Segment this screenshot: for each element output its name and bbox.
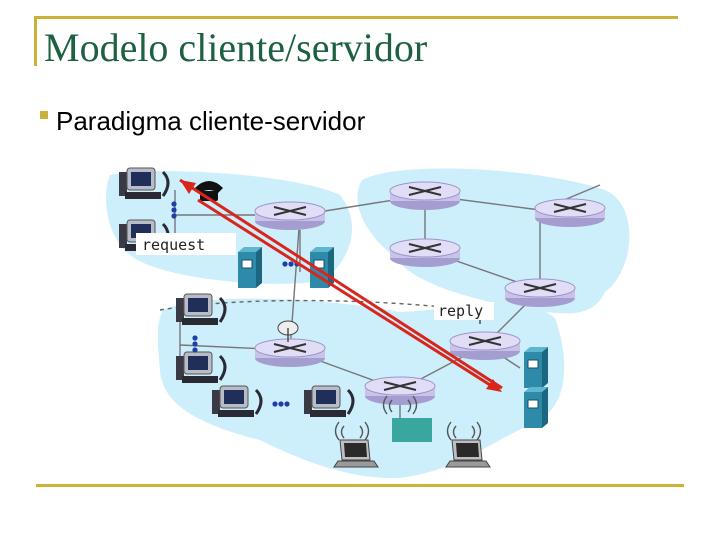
reply-arrow (179, 178, 503, 390)
server-icon (237, 246, 263, 289)
router-icon (534, 198, 606, 228)
reply-arrowhead (180, 180, 196, 194)
client-server-network-diagram: request reply (106, 166, 630, 479)
telephone-icon (195, 181, 223, 201)
router-icon (389, 181, 461, 211)
server-icon (523, 386, 549, 429)
wireless-access-point-icon (392, 418, 432, 442)
router-icon (449, 331, 521, 361)
footer-rule (36, 484, 684, 487)
reply-label: reply (438, 302, 483, 320)
slide-title: Modelo cliente/servidor (44, 25, 428, 70)
request-arrowhead (486, 379, 502, 392)
request-arrow (197, 198, 499, 392)
router-icon (504, 278, 576, 308)
satellite-dish-icon (277, 320, 299, 342)
title-rule-left (34, 16, 37, 66)
request-label: request (142, 236, 205, 254)
router-icon (254, 338, 326, 368)
bullet-text: Paradigma cliente-servidor (56, 106, 366, 136)
router-icon (364, 376, 436, 406)
router-icon (254, 201, 326, 231)
title-rule-top (34, 16, 678, 19)
home-network-cloud (106, 171, 352, 284)
router-icon (389, 238, 461, 268)
request-reply-arrows (179, 178, 503, 392)
bullet-marker (40, 111, 48, 119)
server-icon (523, 346, 549, 389)
